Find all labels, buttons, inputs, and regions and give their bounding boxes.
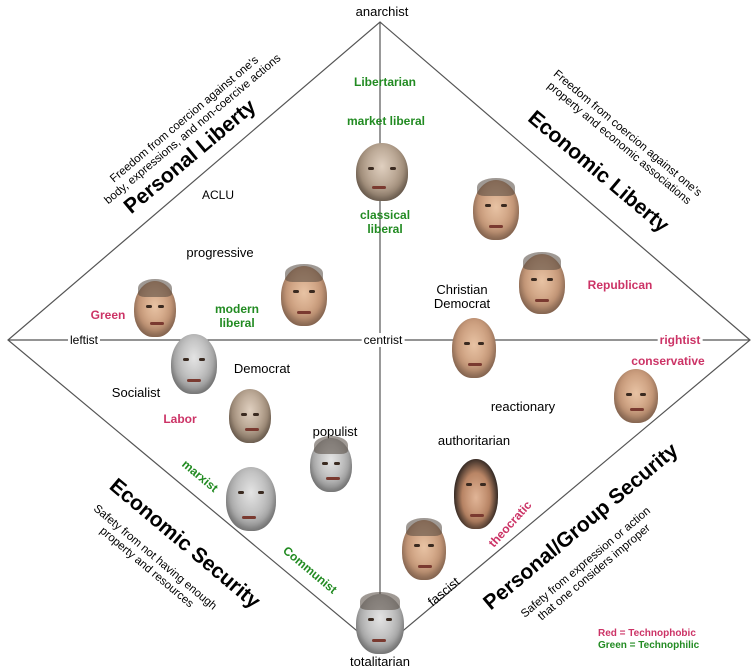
legend-green: Green = Technophilic: [598, 640, 700, 651]
label-socialist: Socialist: [111, 385, 161, 400]
label-democrat: Democrat: [233, 361, 291, 376]
label-republican: Republican: [587, 278, 653, 292]
portrait-marx: [226, 467, 276, 531]
portrait-classical-liberal: [356, 143, 408, 201]
label-progressive: progressive: [186, 245, 254, 260]
legend-red: Red = Technophobic: [598, 628, 696, 639]
label-modern-liberal: modern liberal: [214, 302, 260, 330]
portrait-eisenhower: [452, 318, 496, 378]
axis-label-left: leftist: [67, 333, 101, 347]
label-labor: Labor: [163, 412, 197, 426]
axis-label-top: anarchist: [355, 4, 409, 19]
label-green: Green: [90, 308, 126, 322]
label-classical-liberal: classical liberal: [359, 208, 411, 236]
label-market-liberal: market liberal: [346, 114, 426, 128]
label-aclu: ACLU: [201, 188, 235, 202]
label-authoritarian: authoritarian: [437, 433, 511, 448]
portrait-populist: [310, 436, 352, 492]
label-reactionary: reactionary: [490, 399, 556, 414]
label-conservative: conservative: [631, 354, 705, 368]
portrait-gandhi: [229, 389, 271, 443]
portrait-gingrich: [473, 178, 519, 240]
portrait-clinton: [281, 264, 327, 326]
axis-label-right: rightist: [657, 333, 703, 347]
axis-label-bottom: totalitarian: [350, 654, 410, 669]
label-libertarian: Libertarian: [353, 75, 417, 89]
portrait-conservative: [614, 369, 658, 423]
portrait-roosevelt: [171, 334, 217, 394]
portrait-stalin: [356, 592, 404, 654]
portrait-reagan: [519, 252, 565, 314]
portrait-hitler: [402, 518, 446, 580]
portrait-khomeini: [454, 459, 498, 529]
legend: Red = Technophobic Green = Technophilic: [598, 628, 699, 652]
label-christian-democrat: Christian Democrat: [433, 282, 491, 311]
portrait-nader: [134, 279, 176, 337]
axis-label-center: centrist: [361, 333, 405, 347]
label-populist: populist: [312, 424, 358, 439]
